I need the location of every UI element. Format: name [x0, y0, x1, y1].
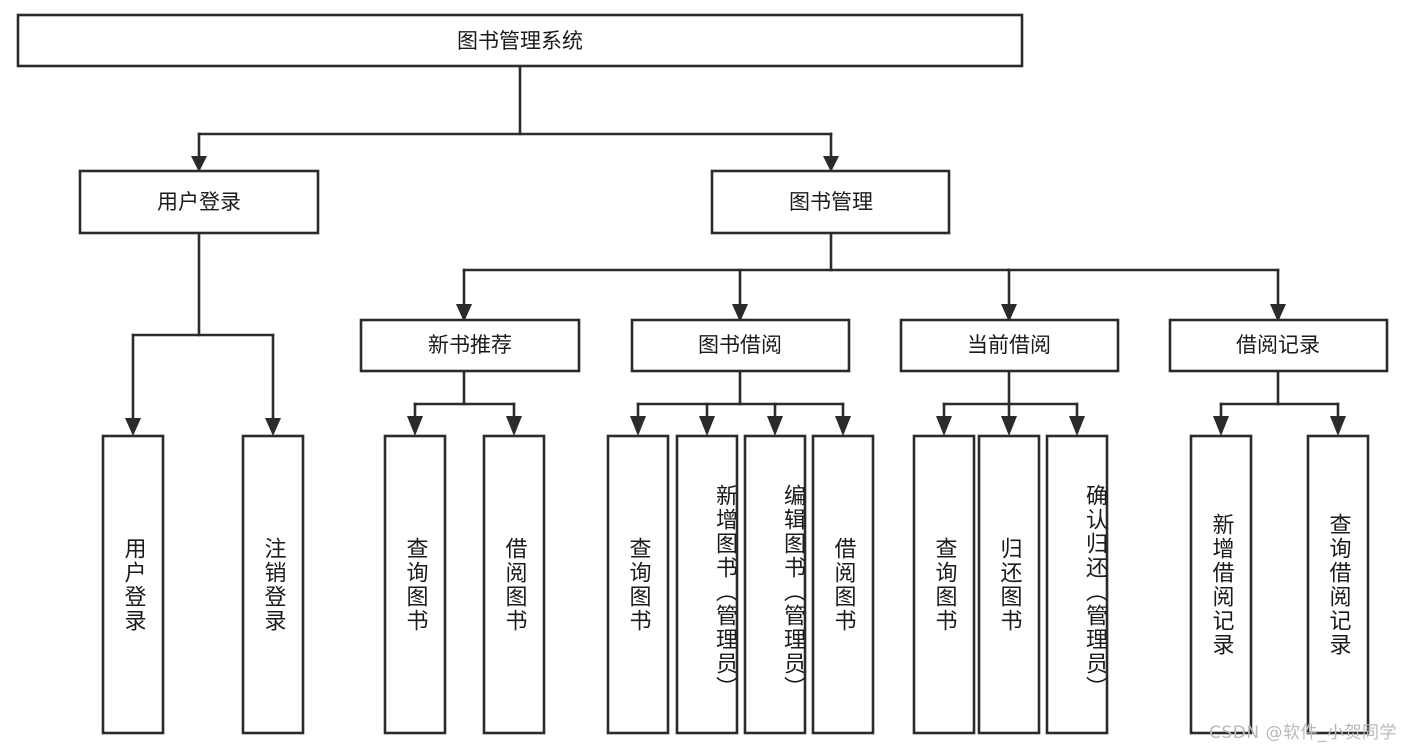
connector-layer: [125, 64, 1346, 436]
leaf-book-borrow-2-box[interactable]: [675, 434, 739, 735]
leaf-new-book-1[interactable]: 查询图书: [383, 434, 447, 735]
leaf-new-book-2-box[interactable]: [482, 434, 546, 735]
arrow-head-user-login-leaf2: [265, 418, 281, 436]
leaf-new-book-2[interactable]: 借阅图书: [482, 434, 546, 735]
leaf-current-borrow-1[interactable]: 查询图书: [912, 434, 976, 735]
leaf-current-borrow-2-box[interactable]: [977, 434, 1041, 735]
leaf-book-borrow-1-box[interactable]: [606, 434, 670, 735]
leaf-new-book-1-label: 查询图书: [402, 536, 428, 633]
arrow-head-book-borrow: [732, 304, 748, 322]
leaf-book-borrow-1[interactable]: 查询图书: [606, 434, 670, 735]
arrow-head-new-book-leaf2: [506, 416, 522, 436]
node-book-manage-label: 图书管理: [789, 190, 873, 214]
node-new-book-recommend[interactable]: 新书推荐: [359, 318, 581, 373]
node-user-login[interactable]: 用户登录: [78, 169, 320, 235]
node-user-login-box[interactable]: [78, 169, 320, 235]
arrow-head-book-borrow-leaf2: [699, 416, 715, 436]
leaf-user-login-2-label: 注销登录: [260, 536, 286, 633]
node-root-box[interactable]: [16, 13, 1024, 68]
arrow-head-book-borrow-leaf3: [767, 416, 783, 436]
node-new-book-recommend-box[interactable]: [359, 318, 581, 373]
leaf-user-login-2-box[interactable]: [241, 434, 305, 735]
node-user-login-label: 用户登录: [157, 190, 241, 214]
leaf-book-borrow-4-label: 借阅图书: [830, 536, 856, 633]
arrow-head-current-borrow-leaf1: [936, 416, 952, 436]
leaf-current-borrow-1-label: 查询图书: [931, 536, 957, 633]
leaf-current-borrow-1-box[interactable]: [912, 434, 976, 735]
node-borrow-record-label: 借阅记录: [1236, 333, 1320, 357]
node-current-borrow-box[interactable]: [899, 318, 1120, 373]
leaf-borrow-record-1-box[interactable]: [1189, 434, 1253, 735]
node-current-borrow[interactable]: 当前借阅: [899, 318, 1120, 373]
leaf-borrow-record-1[interactable]: 新增借阅记录: [1189, 434, 1253, 735]
node-book-borrow-box[interactable]: [630, 318, 851, 373]
leaf-borrow-record-2-box[interactable]: [1306, 434, 1370, 735]
leaf-borrow-record-2-label: 查询借阅记录: [1325, 512, 1351, 657]
leaf-user-login-1[interactable]: 用户登录: [101, 434, 165, 735]
node-root-system[interactable]: 图书管理系统: [16, 13, 1024, 68]
node-book-manage[interactable]: 图书管理: [710, 169, 951, 235]
leaf-borrow-record-2[interactable]: 查询借阅记录: [1306, 434, 1370, 735]
arrow-head-book-borrow-leaf4: [835, 416, 851, 436]
arrow-head-current-borrow-leaf3: [1069, 416, 1085, 436]
node-book-borrow-label: 图书借阅: [698, 333, 782, 357]
leaf-book-borrow-3[interactable]: 编辑图书（管理员）: [743, 434, 807, 735]
node-borrow-record-box[interactable]: [1168, 318, 1389, 373]
node-root-label: 图书管理系统: [457, 29, 583, 53]
leaf-user-login-2[interactable]: 注销登录: [241, 434, 305, 735]
leaf-book-borrow-3-box[interactable]: [743, 434, 807, 735]
leaf-new-book-1-box[interactable]: [383, 434, 447, 735]
leaf-current-borrow-3[interactable]: 确认归还（管理员）: [1045, 434, 1109, 735]
leaf-current-borrow-2-label: 归还图书: [996, 536, 1022, 633]
leaf-borrow-record-1-label: 新增借阅记录: [1208, 512, 1234, 657]
leaf-current-borrow-2[interactable]: 归还图书: [977, 434, 1041, 735]
arrow-head-borrow-record-leaf1: [1213, 416, 1229, 436]
leaf-new-book-2-label: 借阅图书: [501, 536, 527, 633]
leaf-user-login-1-label: 用户登录: [120, 536, 146, 633]
arrow-head-new-book: [456, 304, 472, 322]
arrow-head-current-borrow-leaf2: [1001, 416, 1017, 436]
csdn-watermark: CSDN @软件_小贺同学: [1209, 723, 1397, 743]
arrow-head-book-borrow-leaf1: [630, 416, 646, 436]
leaf-book-borrow-3-label: 编辑图书（管理员）: [780, 483, 805, 700]
arrow-head-user-login-leaf1: [125, 418, 141, 436]
leaf-current-borrow-3-label: 确认归还（管理员）: [1082, 483, 1107, 700]
arrow-head-current-borrow: [1001, 304, 1017, 322]
leaf-book-borrow-2-label: 新增图书（管理员）: [712, 483, 737, 700]
leaf-book-borrow-1-label: 查询图书: [625, 536, 651, 633]
leaf-user-login-1-box[interactable]: [101, 434, 165, 735]
node-current-borrow-label: 当前借阅: [967, 333, 1051, 357]
node-new-book-recommend-label: 新书推荐: [428, 333, 512, 357]
node-book-borrow[interactable]: 图书借阅: [630, 318, 851, 373]
node-book-manage-box[interactable]: [710, 169, 951, 235]
arrow-head-borrow-record: [1270, 304, 1286, 322]
arrow-head-user-login: [191, 156, 207, 172]
leaf-book-borrow-4[interactable]: 借阅图书: [811, 434, 875, 735]
node-borrow-record[interactable]: 借阅记录: [1168, 318, 1389, 373]
arrow-head-book-manage: [823, 156, 839, 172]
arrow-head-borrow-record-leaf2: [1330, 416, 1346, 436]
leaf-current-borrow-3-box[interactable]: [1045, 434, 1109, 735]
leaf-book-borrow-4-box[interactable]: [811, 434, 875, 735]
leaf-book-borrow-2[interactable]: 新增图书（管理员）: [675, 434, 739, 735]
arrow-head-new-book-leaf1: [407, 416, 423, 436]
